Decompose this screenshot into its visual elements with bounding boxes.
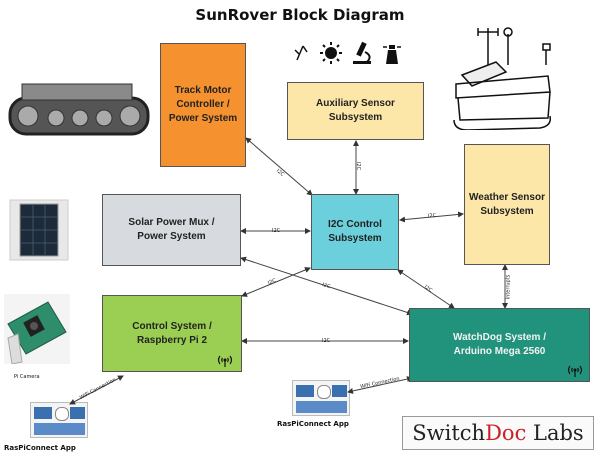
header-icons	[294, 41, 401, 64]
raspiconnect-thumbnail-left	[30, 402, 88, 438]
track-motor-block: Track Motor Controller / Power System	[160, 43, 246, 167]
wireless-icon	[567, 365, 583, 377]
link-track-i2c	[245, 137, 313, 196]
wind-vane-icon	[294, 45, 308, 61]
pi-camera-image	[4, 294, 70, 364]
label-i2c-solar: I2C	[272, 228, 281, 234]
weather-sensor-label: Weather Sensor Subsystem	[469, 191, 545, 217]
track-motor-label: Track Motor Controller / Power System	[168, 85, 238, 124]
i2c-control-block: I2C Control Subsystem	[311, 194, 399, 270]
control-system-label: Control System / Raspberry Pi 2	[132, 320, 212, 346]
solar-power-block: Solar Power Mux / Power System	[102, 194, 241, 266]
label-i2c-aux: I2C	[355, 161, 362, 171]
aux-sensor-block: Auxiliary Sensor Subsystem	[287, 82, 424, 140]
wireless-icon	[217, 355, 233, 367]
lighthouse-icon	[383, 45, 401, 64]
link-i2c-weather	[399, 211, 464, 223]
i2c-control-label: I2C Control Subsystem	[328, 219, 382, 244]
switchdoc-labs-logo: SwitchDoc Labs	[402, 416, 594, 450]
raspiconnect-thumbnail-right	[292, 380, 350, 416]
sun-icon	[320, 42, 342, 64]
watchdog-label: WatchDog System / Arduino Mega 2560	[453, 332, 546, 357]
link-solar-watchdog	[240, 256, 413, 316]
solar-panel-image	[9, 199, 69, 261]
control-system-block: Control System / Raspberry Pi 2	[102, 295, 242, 372]
link-wifi-left	[69, 375, 124, 405]
rover-sketch	[453, 27, 552, 130]
label-interrupts: Interrupts	[505, 274, 512, 300]
raspiconnect-caption-right: RasPiConnect App	[277, 420, 349, 428]
aux-sensor-label: Auxiliary Sensor Subsystem	[316, 98, 395, 123]
microscope-icon	[353, 41, 371, 64]
link-i2c-watchdog	[397, 269, 455, 309]
track-chassis-image	[8, 83, 150, 136]
pi-camera-caption: Pi Camera	[14, 374, 40, 380]
diagram-title: SunRover Block Diagram	[195, 6, 405, 24]
solar-power-label: Solar Power Mux / Power System	[128, 217, 215, 242]
label-i2c-pi-watchdog: I2C	[322, 338, 331, 344]
label-i2c-weather: I2C	[427, 212, 437, 220]
watchdog-block: WatchDog System / Arduino Mega 2560	[409, 308, 590, 382]
raspiconnect-caption-left: RasPiConnect App	[4, 444, 76, 452]
link-wifi-right	[347, 376, 413, 394]
weather-sensor-block: Weather Sensor Subsystem	[464, 144, 550, 265]
